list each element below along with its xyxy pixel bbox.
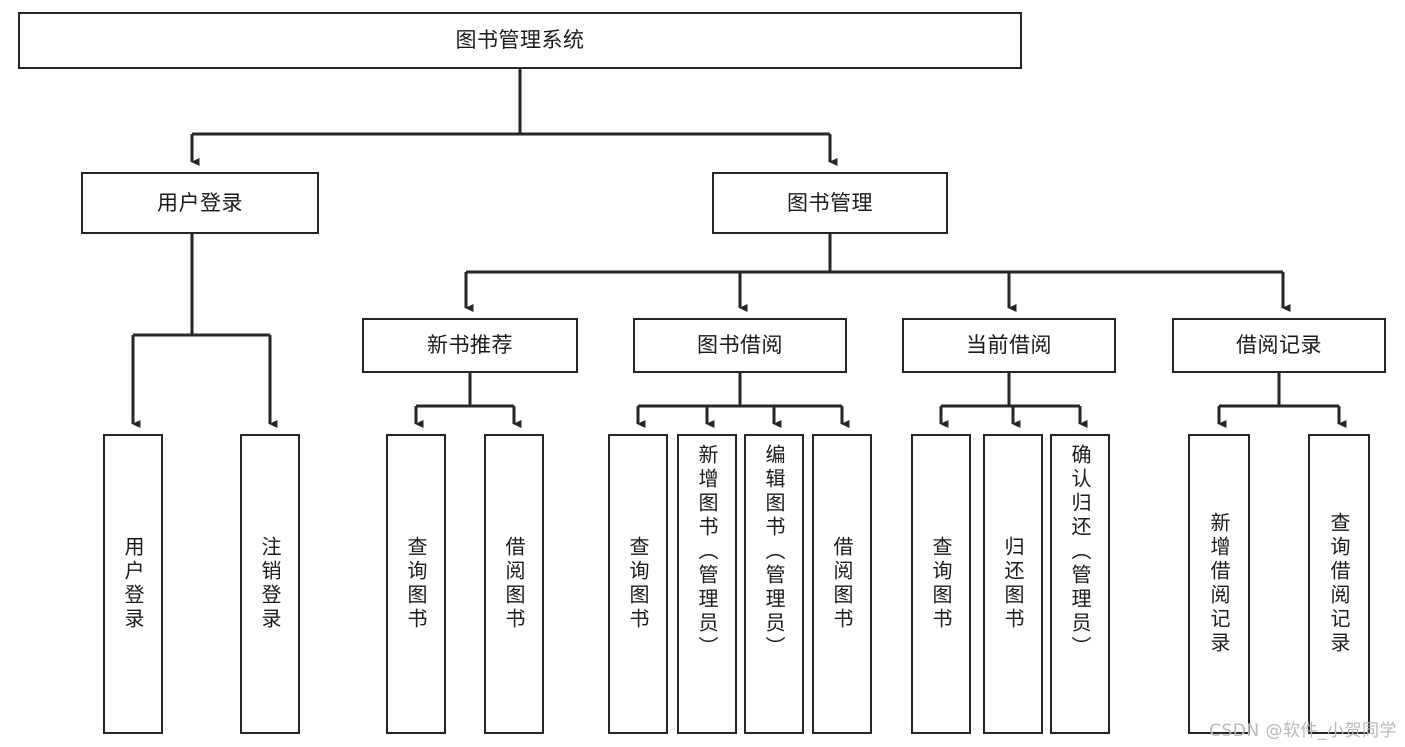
node-leaf-query-book-2-label: 查询图书 [626,536,650,632]
node-leaf-confirm-return-admin-label: 确认归还（管理员） [1068,444,1092,660]
node-leaf-return-book-label: 归还图书 [1001,536,1025,632]
node-borrow-record-label: 借阅记录 [1236,333,1322,358]
node-leaf-confirm-return-admin[interactable]: 确认归还（管理员） [1050,434,1110,734]
node-user-login-label: 用户登录 [157,190,243,215]
node-new-book-recommend[interactable]: 新书推荐 [362,318,578,373]
node-user-login[interactable]: 用户登录 [81,172,319,234]
node-book-borrow[interactable]: 图书借阅 [633,318,847,373]
node-leaf-add-borrow-record-label: 新增借阅记录 [1207,512,1231,656]
node-leaf-add-book-admin-label: 新增图书（管理员） [695,444,719,660]
node-leaf-query-borrow-record-label: 查询借阅记录 [1327,512,1351,656]
node-leaf-logout[interactable]: 注销登录 [240,434,300,734]
node-leaf-borrow-book-1-label: 借阅图书 [502,536,526,632]
node-book-manage[interactable]: 图书管理 [712,172,948,234]
node-root-label: 图书管理系统 [455,28,585,53]
node-book-manage-label: 图书管理 [787,190,873,215]
node-leaf-query-book-3-label: 查询图书 [929,536,953,632]
node-new-book-recommend-label: 新书推荐 [427,333,513,358]
node-leaf-borrow-book-1[interactable]: 借阅图书 [484,434,544,734]
node-leaf-return-book[interactable]: 归还图书 [983,434,1043,734]
node-leaf-logout-label: 注销登录 [258,536,282,632]
node-borrow-record[interactable]: 借阅记录 [1172,318,1386,373]
node-leaf-edit-book-admin-label: 编辑图书（管理员） [762,444,786,660]
node-leaf-query-book-3[interactable]: 查询图书 [911,434,971,734]
node-leaf-add-borrow-record[interactable]: 新增借阅记录 [1188,434,1250,734]
csdn-watermark: CSDN @软件_小贺同学 [1209,721,1397,741]
node-leaf-add-book-admin[interactable]: 新增图书（管理员） [677,434,737,734]
node-leaf-user-login-label: 用户登录 [121,536,145,632]
node-leaf-user-login[interactable]: 用户登录 [103,434,163,734]
node-leaf-borrow-book-2-label: 借阅图书 [830,536,854,632]
node-leaf-borrow-book-2[interactable]: 借阅图书 [812,434,872,734]
node-root[interactable]: 图书管理系统 [18,12,1022,69]
node-leaf-query-borrow-record[interactable]: 查询借阅记录 [1308,434,1370,734]
node-leaf-query-book-2[interactable]: 查询图书 [608,434,668,734]
node-current-borrow[interactable]: 当前借阅 [902,318,1116,373]
node-leaf-query-book-1-label: 查询图书 [404,536,428,632]
node-leaf-query-book-1[interactable]: 查询图书 [386,434,446,734]
node-leaf-edit-book-admin[interactable]: 编辑图书（管理员） [744,434,804,734]
node-book-borrow-label: 图书借阅 [697,333,783,358]
node-current-borrow-label: 当前借阅 [966,333,1052,358]
